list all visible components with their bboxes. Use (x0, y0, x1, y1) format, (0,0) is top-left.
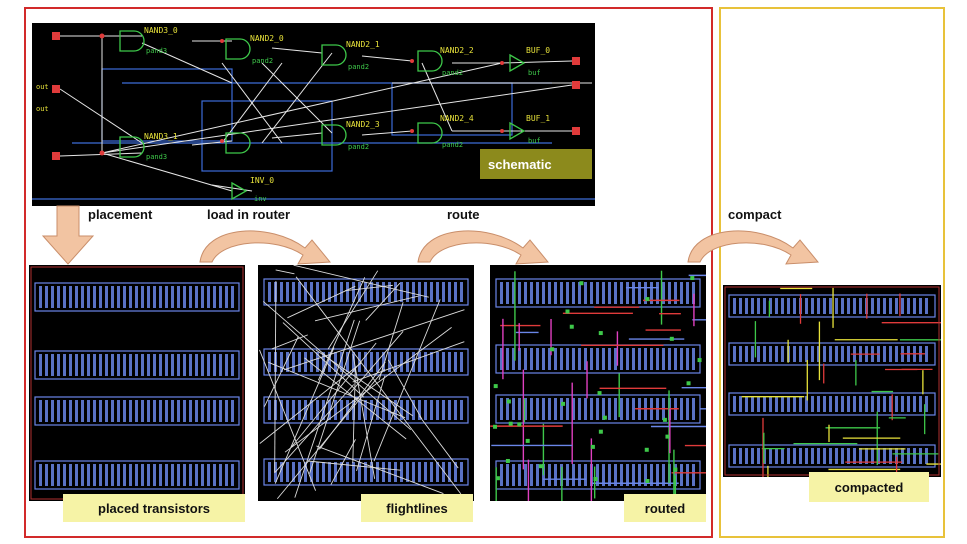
schematic-panel: NAND3_0 NAND2_0 NAND2_1 NAND2_2 BUF_0 NA… (32, 23, 595, 206)
gate-type: pand2 (442, 141, 463, 149)
step-load-in-router: load in router (207, 207, 291, 222)
step-placement: placement (88, 207, 153, 222)
gate-type: buf (528, 137, 541, 145)
routed-layout (490, 270, 706, 501)
gate-label: NAND2_0 (250, 34, 284, 43)
placement-arrow (41, 205, 95, 265)
load-arrow (199, 230, 332, 265)
chip-flow-frame (24, 7, 713, 538)
label-compacted: compacted (809, 472, 929, 502)
compacted-layout (724, 286, 941, 477)
flightlines-panel (258, 265, 474, 501)
gate-type: buf (528, 69, 541, 77)
gate-label: NAND3_0 (144, 26, 178, 35)
gate-label: NAND2_4 (440, 114, 474, 123)
placed-panel (29, 265, 245, 501)
label-placed-transistors: placed transistors (63, 494, 245, 522)
route-arrow (417, 230, 550, 265)
routed-panel (490, 265, 706, 501)
gate-label: NAND2_3 (346, 120, 380, 129)
gate-label: NAND2_1 (346, 40, 380, 49)
gate-type: pand2 (348, 143, 369, 151)
pin-label: out (36, 105, 49, 113)
gate-label: INV_0 (250, 176, 274, 185)
schematic-label: schematic (480, 149, 592, 179)
gate-label: BUF_0 (526, 46, 550, 55)
step-route: route (447, 207, 480, 222)
flightlines-layout (259, 265, 469, 500)
compact-arrow (687, 230, 820, 265)
gate-label: NAND3_1 (144, 132, 178, 141)
pin-label: out (36, 83, 49, 91)
step-compact: compact (728, 207, 782, 222)
gate-type: pand2 (252, 57, 273, 65)
compaction-frame (719, 7, 945, 538)
placed-layout (30, 266, 244, 500)
label-flightlines: flightlines (361, 494, 473, 522)
label-routed: routed (624, 494, 706, 522)
gate-type: pand2 (442, 69, 463, 77)
gate-label: BUF_1 (526, 114, 550, 123)
gate-type: pand3 (146, 153, 167, 161)
gate-type: inv (254, 195, 267, 203)
gate-type: pand2 (348, 63, 369, 71)
gate-type: pand3 (146, 47, 167, 55)
gate-label: NAND2_2 (440, 46, 474, 55)
compacted-panel (723, 285, 941, 477)
schematic-drawing: NAND3_0 NAND2_0 NAND2_1 NAND2_2 BUF_0 NA… (32, 26, 595, 203)
